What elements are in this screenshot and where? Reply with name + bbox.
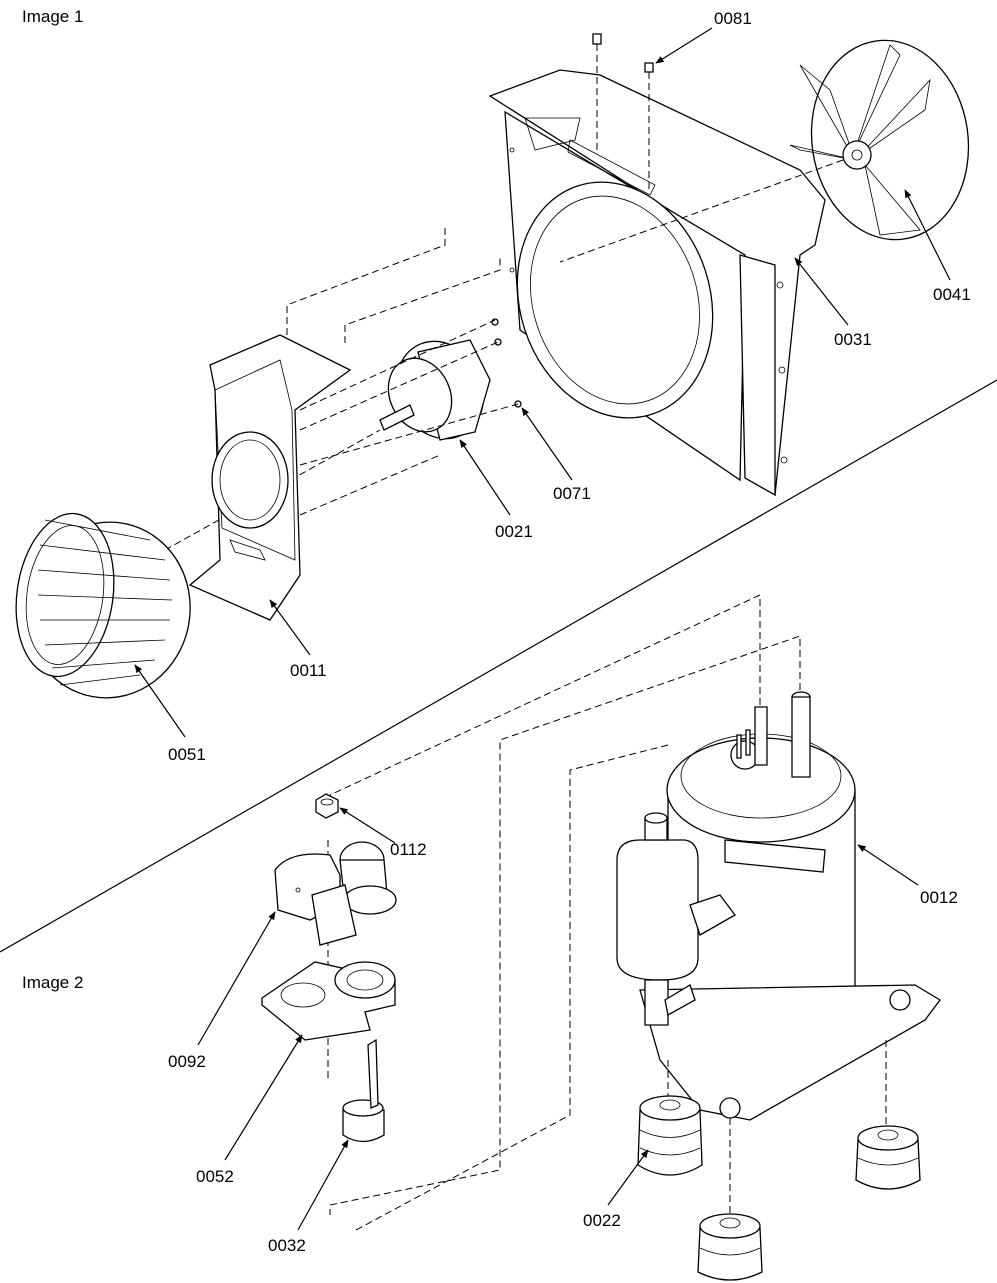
callout-0032: 0032 <box>268 1139 349 1255</box>
callout-0012: 0012 <box>857 844 958 907</box>
section-divider <box>0 379 997 953</box>
grommet-1 <box>637 1095 703 1176</box>
blower-bracket <box>188 334 352 621</box>
svg-text:0031: 0031 <box>834 330 872 349</box>
svg-text:0022: 0022 <box>583 1211 621 1230</box>
svg-text:0051: 0051 <box>168 745 206 764</box>
svg-text:0081: 0081 <box>714 9 752 28</box>
terminal-cover <box>274 841 397 946</box>
svg-text:0092: 0092 <box>168 1052 206 1071</box>
section-title-image-2: Image 2 <box>22 973 83 992</box>
callout-0011: 0011 <box>269 599 327 680</box>
section-title-image-1: Image 1 <box>22 7 83 26</box>
svg-text:0112: 0112 <box>390 840 427 859</box>
svg-text:0012: 0012 <box>920 888 958 907</box>
callout-0021: 0021 <box>459 439 533 541</box>
callout-0051: 0051 <box>134 664 206 764</box>
fan-motor <box>379 318 522 441</box>
shroud-housing <box>488 69 826 497</box>
grommet-2 <box>855 1125 921 1190</box>
svg-text:0011: 0011 <box>290 661 327 680</box>
svg-text:0032: 0032 <box>268 1236 306 1255</box>
callout-0052: 0052 <box>196 1034 303 1186</box>
grommet-3 <box>697 1213 763 1281</box>
callout-0081: 0081 <box>655 9 752 64</box>
svg-text:0052: 0052 <box>196 1167 234 1186</box>
svg-text:0071: 0071 <box>553 484 591 503</box>
gasket <box>261 961 396 1041</box>
callout-0112: 0112 <box>339 807 427 859</box>
svg-text:0021: 0021 <box>495 522 533 541</box>
rubber-grommets <box>637 1095 921 1281</box>
top-screws <box>592 33 654 190</box>
callout-0092: 0092 <box>168 911 276 1071</box>
axial-fan-blade <box>559 39 970 263</box>
svg-text:0041: 0041 <box>933 285 971 304</box>
callout-0041: 0041 <box>904 189 971 304</box>
callout-0031: 0031 <box>794 257 872 349</box>
compressor <box>616 691 941 1121</box>
callout-0022: 0022 <box>583 1149 649 1230</box>
blower-wheel <box>15 512 191 699</box>
callout-0071: 0071 <box>521 407 591 503</box>
nut <box>315 793 339 819</box>
overload-protector <box>342 1038 385 1143</box>
